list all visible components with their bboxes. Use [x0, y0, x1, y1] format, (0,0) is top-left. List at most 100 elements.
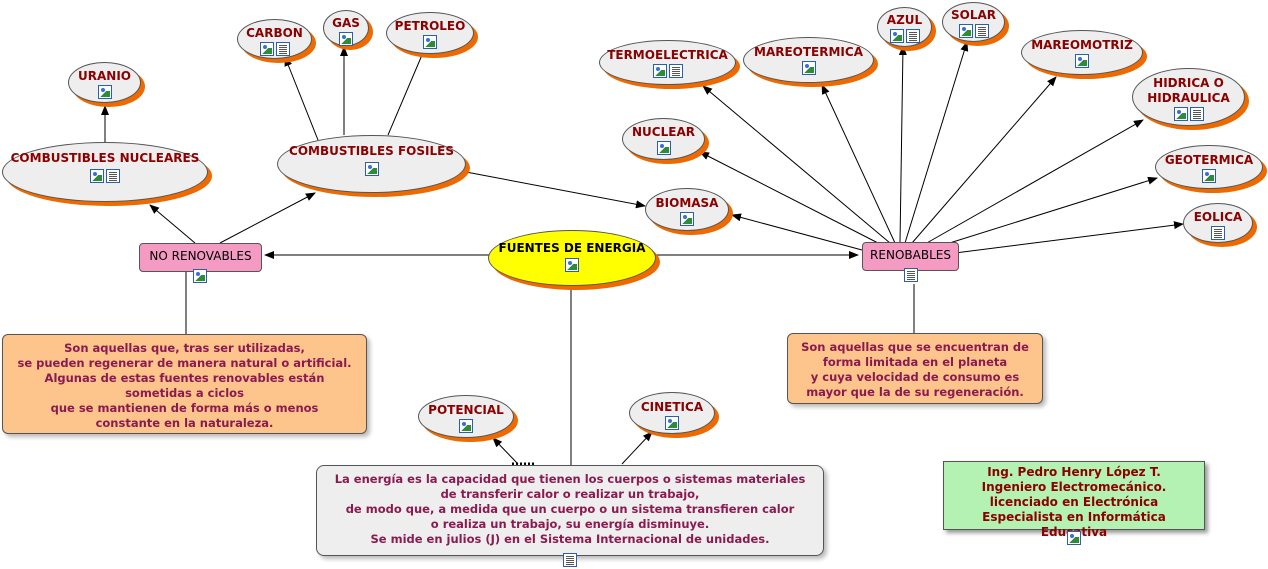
link-renob-solar [904, 41, 969, 244]
node-azul[interactable]: AZUL [877, 7, 932, 47]
desc-line: sometidas a ciclos [125, 386, 244, 400]
image-icon[interactable] [801, 60, 816, 75]
node-fuentes-de-energia[interactable]: FUENTES DE ENERGIA [488, 230, 656, 286]
image-icon[interactable] [364, 161, 379, 176]
desc-line: que se mantienen de forma más o menos [50, 401, 319, 415]
no-renovables-description[interactable]: Son aquellas que, tras ser utilizadas, s… [2, 334, 367, 434]
link-renob-mareomotriz [911, 76, 1057, 244]
image-icon[interactable] [423, 34, 437, 49]
node-geotermica[interactable]: GEOTERMICA [1155, 145, 1263, 189]
energia-description[interactable]: La energía es la capacidad que tienen lo… [316, 465, 824, 556]
link-renob-hidrica [924, 119, 1144, 245]
image-icon[interactable] [97, 84, 112, 99]
document-icon[interactable] [904, 267, 918, 282]
image-icon[interactable] [656, 140, 671, 155]
image-icon[interactable] [665, 415, 679, 430]
link-renob-mareo [821, 84, 896, 244]
desc-line: y cuya velocidad de consumo es [810, 370, 1020, 384]
node-uranio[interactable]: URANIO [68, 62, 141, 103]
node-label: TERMOELECTRICA [607, 48, 728, 62]
link-renob-nuclear [699, 151, 881, 245]
image-icon[interactable] [459, 418, 473, 433]
node-combustibles-fosiles[interactable]: COMBUSTIBLES FOSILES [277, 135, 466, 193]
document-icon[interactable] [905, 28, 920, 43]
node-label: GAS [332, 16, 360, 30]
image-icon[interactable] [1067, 530, 1081, 545]
image-icon[interactable] [565, 257, 579, 272]
image-icon[interactable] [193, 268, 207, 283]
node-label: FUENTES DE ENERGIA [498, 241, 646, 255]
image-icon[interactable] [1202, 168, 1216, 183]
node-carbon[interactable]: CARBON [237, 19, 312, 59]
node-label: SOLAR [950, 8, 997, 22]
image-icon[interactable] [1173, 106, 1188, 121]
node-combustibles-nucleares[interactable]: COMBUSTIBLES NUCLEARES [2, 142, 208, 202]
node-potencial[interactable]: POTENCIAL [418, 395, 514, 438]
image-icon[interactable] [889, 28, 904, 43]
link-desc-cinetica [621, 431, 653, 465]
node-label: NUCLEAR [632, 125, 695, 139]
node-renobables[interactable]: RENOBABLES [862, 242, 959, 271]
node-mareotermica[interactable]: MAREOTERMICA [743, 37, 874, 83]
node-label: URANIO [78, 69, 131, 83]
node-label-line1: HIDRICA O [1153, 76, 1224, 90]
image-icon[interactable] [339, 31, 353, 46]
link-fosiles-petroleo [387, 54, 423, 136]
link-renob-eolica [954, 221, 1184, 254]
document-icon[interactable] [1189, 106, 1204, 121]
author-box[interactable]: Ing. Pedro Henry López T. Ingeniero Elec… [943, 461, 1205, 539]
node-label: AZUL [886, 13, 923, 27]
document-icon[interactable] [1211, 225, 1225, 240]
document-icon[interactable] [275, 41, 290, 56]
node-termoelectrica[interactable]: TERMOELECTRICA [599, 40, 736, 85]
node-label: POTENCIAL [428, 403, 504, 417]
node-petroleo[interactable]: PETROLEO [386, 12, 474, 54]
author-line: Ing. Pedro Henry López T. [987, 465, 1161, 479]
image-icon[interactable] [680, 211, 694, 226]
desc-line: de modo que, a medida que un cuerpo o un… [345, 502, 795, 516]
node-label: PETROLEO [394, 19, 466, 33]
desc-line: forma limitada en el planeta [822, 355, 1008, 369]
document-icon[interactable] [563, 552, 577, 567]
renobables-description[interactable]: Son aquellas que se encuentran de forma … [787, 333, 1043, 404]
node-label-line2: HIDRAULICA [1147, 91, 1230, 105]
desc-line: Son aquellas que, tras ser utilizadas, [64, 341, 305, 355]
node-label: BIOMASA [655, 196, 719, 210]
node-cinetica[interactable]: CINETICA [629, 392, 715, 434]
desc-line: de transferir calor o realizar un trabaj… [440, 487, 700, 501]
link-norenov-fosiles [219, 192, 316, 244]
link-desc-potencial [492, 437, 519, 465]
node-hidrica-o-hidraulica[interactable]: HIDRICA O HIDRAULICA [1132, 68, 1245, 126]
image-icon[interactable] [652, 63, 667, 78]
link-renob-biomasa [731, 213, 863, 251]
document-icon[interactable] [974, 23, 989, 38]
node-solar[interactable]: SOLAR [942, 2, 1005, 42]
node-label: NO RENOVABLES [149, 249, 252, 263]
document-icon[interactable] [668, 63, 683, 78]
node-mareomotriz[interactable]: MAREOMOTRIZ [1021, 30, 1143, 75]
desc-line: Se mide en julios (J) en el Sistema Inte… [370, 532, 770, 546]
node-biomasa[interactable]: BIOMASA [645, 188, 729, 231]
image-icon[interactable] [958, 23, 973, 38]
desc-line: Son aquellas que se encuentran de [801, 340, 1029, 354]
node-label: MAREOTERMICA [754, 45, 863, 59]
desc-line: constante en la naturaleza. [95, 416, 274, 430]
desc-line: La energía es la capacidad que tienen lo… [334, 472, 806, 486]
node-gas[interactable]: GAS [323, 10, 369, 46]
image-icon[interactable] [1075, 53, 1089, 68]
image-icon[interactable] [259, 41, 274, 56]
author-line: licenciado en Electrónica [989, 495, 1159, 509]
node-eolica[interactable]: EOLICA [1183, 203, 1253, 243]
node-label: COMBUSTIBLES FOSILES [289, 144, 454, 158]
link-norenov-nucleares [149, 204, 196, 244]
node-label: CARBON [246, 26, 303, 40]
link-renob-geotermica [939, 176, 1158, 247]
desc-line: o realiza un trabajo, su energía disminu… [430, 517, 710, 531]
node-label: GEOTERMICA [1164, 153, 1254, 167]
node-nuclear[interactable]: NUCLEAR [622, 118, 705, 160]
document-icon[interactable] [106, 168, 120, 183]
link-fosiles-biomasa [465, 171, 646, 209]
node-label: CINETICA [640, 400, 704, 414]
image-icon[interactable] [90, 168, 104, 183]
